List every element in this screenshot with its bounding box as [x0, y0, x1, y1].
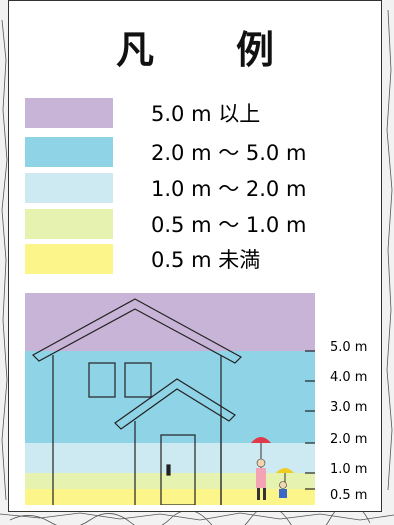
depth-label: 4.0 m [330, 370, 368, 385]
depth-label: 0.5 m [330, 488, 368, 503]
legend-swatch [25, 244, 113, 274]
legend-title: 凡 例 [115, 28, 296, 72]
legend-row: 0.5 m ～ 1.0 m [25, 209, 306, 239]
band-5m-plus [25, 293, 315, 351]
depth-label: 5.0 m [330, 340, 368, 355]
depth-label: 2.0 m [330, 432, 368, 447]
legend-label: 0.5 m ～ 1.0 m [151, 213, 307, 237]
legend-panel: 凡 例 5.0 m 以上 2.0 m ～ 5.0 m 1.0 m ～ 2.0 m… [8, 0, 382, 512]
legend-label: 0.5 m 未満 [151, 248, 261, 272]
people-with-umbrellas-icon [251, 437, 294, 500]
band-under-05m [25, 489, 315, 505]
flood-depth-illustration [25, 293, 315, 505]
legend-label: 2.0 m ～ 5.0 m [151, 141, 307, 165]
depth-label: 3.0 m [330, 400, 368, 415]
depth-label: 1.0 m [330, 462, 368, 477]
band-2m-5m [25, 351, 315, 443]
legend-swatch [25, 209, 113, 239]
legend-swatch [25, 98, 113, 128]
band-05m-1m [25, 473, 315, 489]
legend-row: 5.0 m 以上 [25, 98, 260, 128]
legend-row: 0.5 m 未満 [25, 244, 260, 274]
depth-scale-lines [305, 350, 315, 490]
legend-row: 1.0 m ～ 2.0 m [25, 173, 306, 203]
legend-swatch [25, 137, 113, 167]
legend-label: 5.0 m 以上 [151, 102, 261, 126]
house-icon [32, 298, 242, 505]
legend-swatch [25, 173, 113, 203]
legend-row: 2.0 m ～ 5.0 m [25, 137, 306, 167]
legend-label: 1.0 m ～ 2.0 m [151, 177, 307, 201]
